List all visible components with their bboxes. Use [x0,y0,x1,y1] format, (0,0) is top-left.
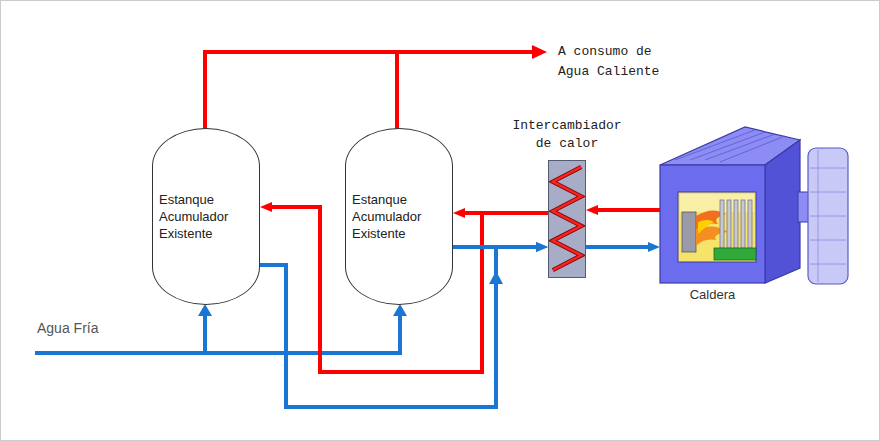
tank-label: Estanque Acumulador Existente [352,191,446,242]
flow-arrow [532,45,547,59]
exchanger-label: Intercambiador de calor [505,117,629,153]
pipe-connector [453,245,537,249]
flow-arrow [198,304,212,316]
storage-tank: Estanque Acumulador Existente [152,128,260,305]
inlet-label: Agua Fría [37,319,157,337]
pipe-connector [597,208,660,212]
cold-water-pipe [35,314,402,353]
boiler: Caldera [660,140,765,283]
exchanger-coil [549,161,585,277]
pipe-connector [586,245,649,249]
outlet-label: A consumo de Agua Caliente [558,42,678,82]
hot-water-pipe [205,52,534,129]
tank-label: Estanque Acumulador Existente [159,191,253,242]
boiler-drawing [660,127,848,284]
flow-arrow [393,304,407,316]
boiler-label: Caldera [653,287,773,303]
pipe-connector [464,211,548,215]
storage-tank: Estanque Acumulador Existente [345,128,453,305]
heat-exchanger: Intercambiador de calor [548,160,586,278]
